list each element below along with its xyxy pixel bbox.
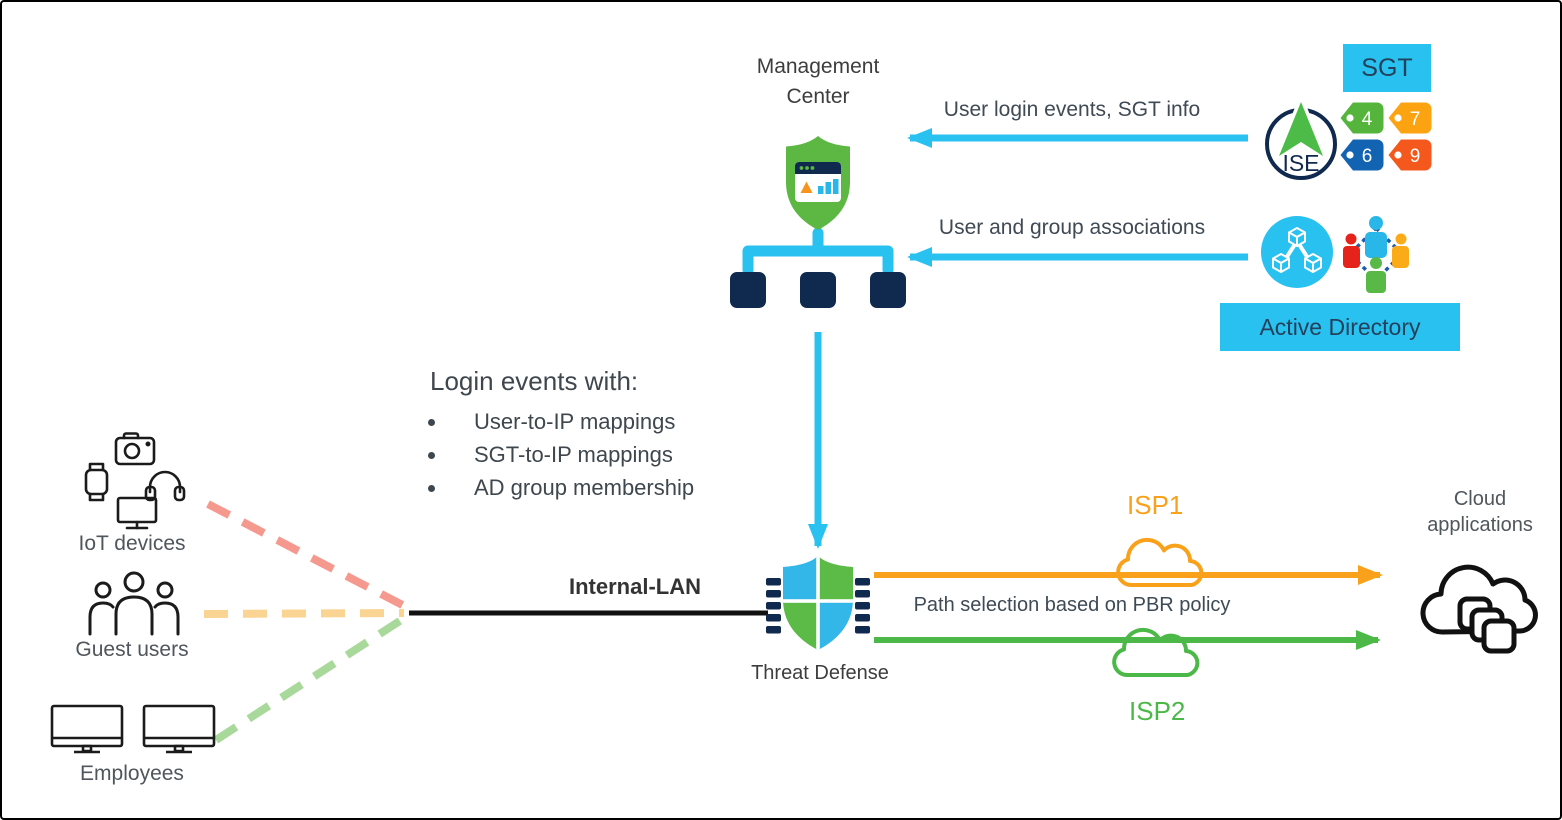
sgt-tag-number: 7	[1410, 109, 1421, 130]
sgt-tag: 9	[1388, 139, 1432, 171]
warning-triangle-icon	[800, 181, 813, 193]
smartwatch-icon	[84, 462, 109, 502]
employee-dashed-link	[213, 611, 412, 744]
isp1-label: ISP1	[1127, 490, 1184, 520]
threat-defense-label: Threat Defense	[751, 662, 889, 684]
management-center-icon	[786, 136, 850, 230]
sgt-title: SGT	[1361, 53, 1413, 82]
sgt-tag-number: 9	[1410, 146, 1421, 167]
iot-devices-icon	[84, 432, 186, 530]
management-center-title: Management Center	[702, 52, 934, 112]
monitor-icon	[116, 496, 158, 530]
sgt-title-box: SGT	[1343, 44, 1431, 92]
ise-icon: ISE	[1265, 100, 1337, 180]
cloud-applications-label-line2: applications	[1427, 514, 1533, 536]
isp1-cloud-icon	[1116, 537, 1204, 587]
login-events-item: User-to-IP mappings	[448, 405, 790, 438]
login-events-title: Login events with:	[430, 366, 639, 396]
monitor-icon	[50, 704, 124, 754]
guest-users-label: Guest users	[75, 638, 189, 661]
headphones-icon	[144, 470, 186, 502]
guest-users-icon	[88, 571, 180, 636]
managed-device-node	[800, 272, 836, 308]
group-assoc-flow-label: User and group associations	[938, 216, 1206, 239]
active-directory-label: Active Directory	[1259, 313, 1421, 340]
sgt-tag-number: 4	[1362, 109, 1373, 130]
active-directory-icon	[1261, 216, 1333, 288]
isp2-label: ISP2	[1129, 696, 1186, 726]
management-center-title-line1: Management	[756, 55, 880, 78]
sgt-tag: 7	[1388, 102, 1432, 134]
camera-icon	[114, 432, 156, 466]
managed-device-node	[870, 272, 906, 308]
login-events-block: Login events with: User-to-IP mappings S…	[430, 366, 790, 504]
login-events-item: SGT-to-IP mappings	[448, 438, 790, 471]
threat-defense-icon	[766, 556, 870, 650]
internal-lan-label: Internal-LAN	[569, 574, 701, 599]
device-tree-bracket	[742, 227, 894, 276]
cloud-applications-icon	[1420, 564, 1538, 654]
login-events-list: User-to-IP mappings SGT-to-IP mappings A…	[430, 405, 790, 504]
cloud-applications-label: Cloud applications	[1406, 486, 1554, 538]
isp2-cloud-icon	[1112, 627, 1200, 677]
sgt-tag-number: 6	[1362, 146, 1373, 167]
user-group-icon	[1343, 216, 1409, 293]
iot-dashed-link	[206, 500, 414, 614]
sgt-tag: 6	[1340, 139, 1384, 171]
employees-icon	[50, 704, 216, 754]
active-directory-label-box: Active Directory	[1220, 303, 1460, 351]
ise-label: ISE	[1282, 150, 1319, 176]
monitor-icon	[142, 704, 216, 754]
cloud-applications-label-line1: Cloud	[1453, 488, 1507, 510]
management-center-title-line2: Center	[786, 85, 850, 108]
ise-arrow-glyph	[1275, 100, 1327, 160]
employees-label: Employees	[80, 762, 184, 785]
managed-device-node	[730, 272, 766, 308]
iot-devices-label: IoT devices	[78, 532, 186, 555]
sgt-tag: 4	[1340, 102, 1384, 134]
guest-dashed-link	[203, 609, 405, 618]
login-events-flow-label: User login events, SGT info	[943, 98, 1201, 121]
path-selection-label: Path selection based on PBR policy	[913, 594, 1231, 616]
login-events-item: AD group membership	[448, 471, 790, 504]
